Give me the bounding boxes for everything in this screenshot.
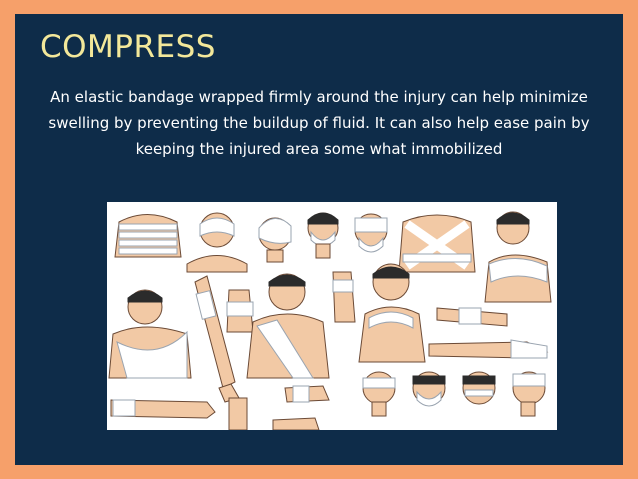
forearm-bandage-figure <box>436 307 508 327</box>
head-side-bandage-figure <box>354 213 388 253</box>
slide: COMPRESS An elastic bandage wrapped firm… <box>15 14 623 465</box>
slide-body-text: An elastic bandage wrapped firmly around… <box>48 88 590 158</box>
hand-bandage-figure <box>226 289 254 333</box>
crossed-chest-bandage-figure <box>398 214 476 273</box>
elbow-bandage-figure <box>110 399 216 419</box>
foot-bandage-figure <box>428 339 549 359</box>
hands-bandage-figure <box>272 385 330 430</box>
jaw-bandage-figure <box>307 212 339 259</box>
arm-bandage-figure <box>194 275 240 403</box>
neck-bandage-figure <box>358 263 426 363</box>
head-bandage-row-figure <box>362 371 546 417</box>
bandaged-head-back-figure <box>186 212 248 273</box>
bandaging-illustration <box>107 202 557 430</box>
wrist-bandage-figure <box>332 271 356 323</box>
slide-title: COMPRESS <box>40 29 216 65</box>
arm-sling-figure <box>108 289 192 379</box>
leg-bandage-figure <box>228 397 248 430</box>
chest-sling-figure <box>246 273 330 379</box>
head-wrap-profile-figure <box>258 217 292 263</box>
shoulder-bandage-figure <box>484 211 552 303</box>
bandaged-torso-figure <box>114 214 182 258</box>
